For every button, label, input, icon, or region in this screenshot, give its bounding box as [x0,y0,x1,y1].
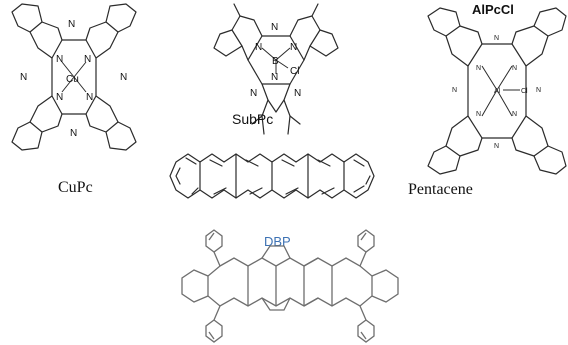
alpccl-n-inner-tr: N [512,65,517,72]
cupc-n-inner-tr: N [84,54,91,65]
cupc-metal: Cu [66,74,79,85]
alpccl-chlorine: Cl [521,88,528,95]
alpccl-n-inner-br: N [512,111,517,118]
subpc-n-left: N [250,88,257,99]
dbp-label: DBP [264,234,291,249]
cupc-n-inner-br: N [86,92,93,103]
alpccl-n-left: N [452,87,457,94]
subpc-n-inner-left: N [255,42,262,53]
subpc-n-inner-right: N [290,42,297,53]
cupc-structure: N N N N N N N N Cu [11,3,137,151]
subpc-label: SubPc [232,111,273,127]
alpccl-label: AlPcCl [472,2,514,17]
alpccl-n-inner-bl: N [476,111,481,118]
subpc-n-inner-bottom: N [271,72,278,83]
cupc-label: CuPc [58,179,93,196]
cupc-n-top: N [68,19,75,30]
dbp-structure [181,229,399,343]
alpccl-metal: Al [494,88,501,95]
subpc-structure: N N N N N N B Cl [213,3,339,135]
alpccl-n-top: N [494,35,499,42]
subpc-n-top: N [271,22,278,33]
alpccl-structure: N N N N N N N N Al Cl [427,7,567,175]
pentacene-label: Pentacene [408,181,473,198]
cupc-n-left: N [20,72,27,83]
cupc-n-right: N [120,72,127,83]
alpccl-n-right: N [536,87,541,94]
cupc-n-inner-tl: N [56,54,63,65]
subpc-chlorine: Cl [290,66,299,77]
subpc-n-right: N [294,88,301,99]
cupc-n-bottom: N [70,128,77,139]
cupc-n-inner-bl: N [56,92,63,103]
alpccl-n-bottom: N [494,143,499,150]
subpc-boron: B [272,56,279,67]
pentacene-structure [169,153,375,199]
alpccl-n-inner-tl: N [476,65,481,72]
